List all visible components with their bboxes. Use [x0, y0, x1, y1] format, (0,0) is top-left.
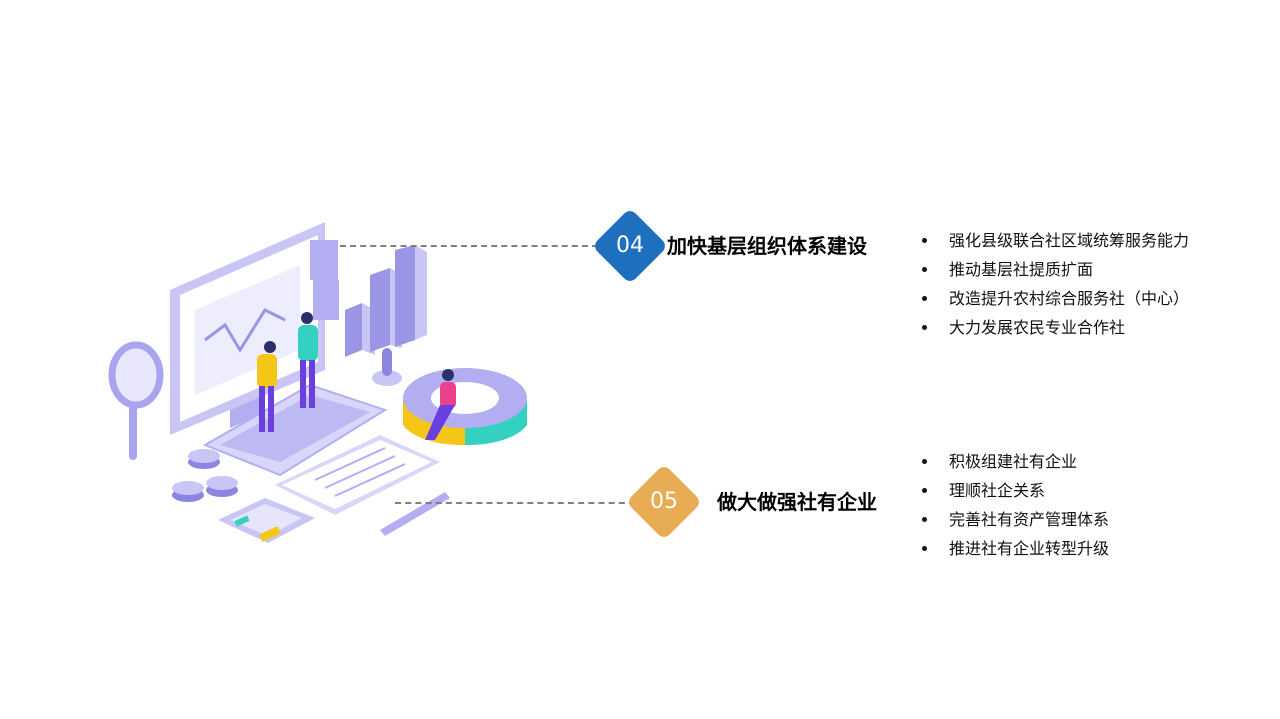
list-item: 推动基层社提质扩面 [920, 255, 1189, 284]
list-item: 完善社有资产管理体系 [920, 505, 1109, 534]
coins-icon [172, 449, 238, 502]
list-item: 改造提升农村综合服务社（中心） [920, 284, 1189, 313]
list-item: 积极组建社有企业 [920, 447, 1109, 476]
list-item: 理顺社企关系 [920, 476, 1109, 505]
bar-chart-icon [345, 245, 427, 357]
clipboard-icon [275, 435, 440, 515]
person-icon [257, 341, 277, 432]
list-item: 大力发展农民专业合作社 [920, 313, 1189, 342]
list-item: 强化县级联合社区域统筹服务能力 [920, 226, 1189, 255]
business-analysis-illustration [108, 222, 527, 543]
section-04-list: 强化县级联合社区域统筹服务能力 推动基层社提质扩面 改造提升农村综合服务社（中心… [920, 226, 1189, 342]
section-05-list: 积极组建社有企业 理顺社企关系 完善社有资产管理体系 推进社有企业转型升级 [920, 447, 1109, 563]
section-number: 05 [650, 489, 678, 514]
magnifier-icon [108, 341, 164, 460]
connector-line [395, 502, 635, 504]
pen-icon [380, 492, 450, 536]
calculator-icon [218, 498, 315, 543]
monitor-icon [170, 222, 339, 435]
list-item: 推进社有企业转型升级 [920, 534, 1109, 563]
keyboard-icon [202, 383, 388, 477]
section-title: 加快基层组织体系建设 [667, 234, 867, 258]
person-icon [298, 312, 318, 408]
connector-line [340, 245, 598, 247]
donut-chart-icon [403, 368, 527, 446]
section-title: 做大做强社有企业 [717, 490, 877, 514]
plant-icon [372, 348, 402, 386]
section-number: 04 [616, 233, 644, 258]
person-icon [425, 369, 456, 440]
